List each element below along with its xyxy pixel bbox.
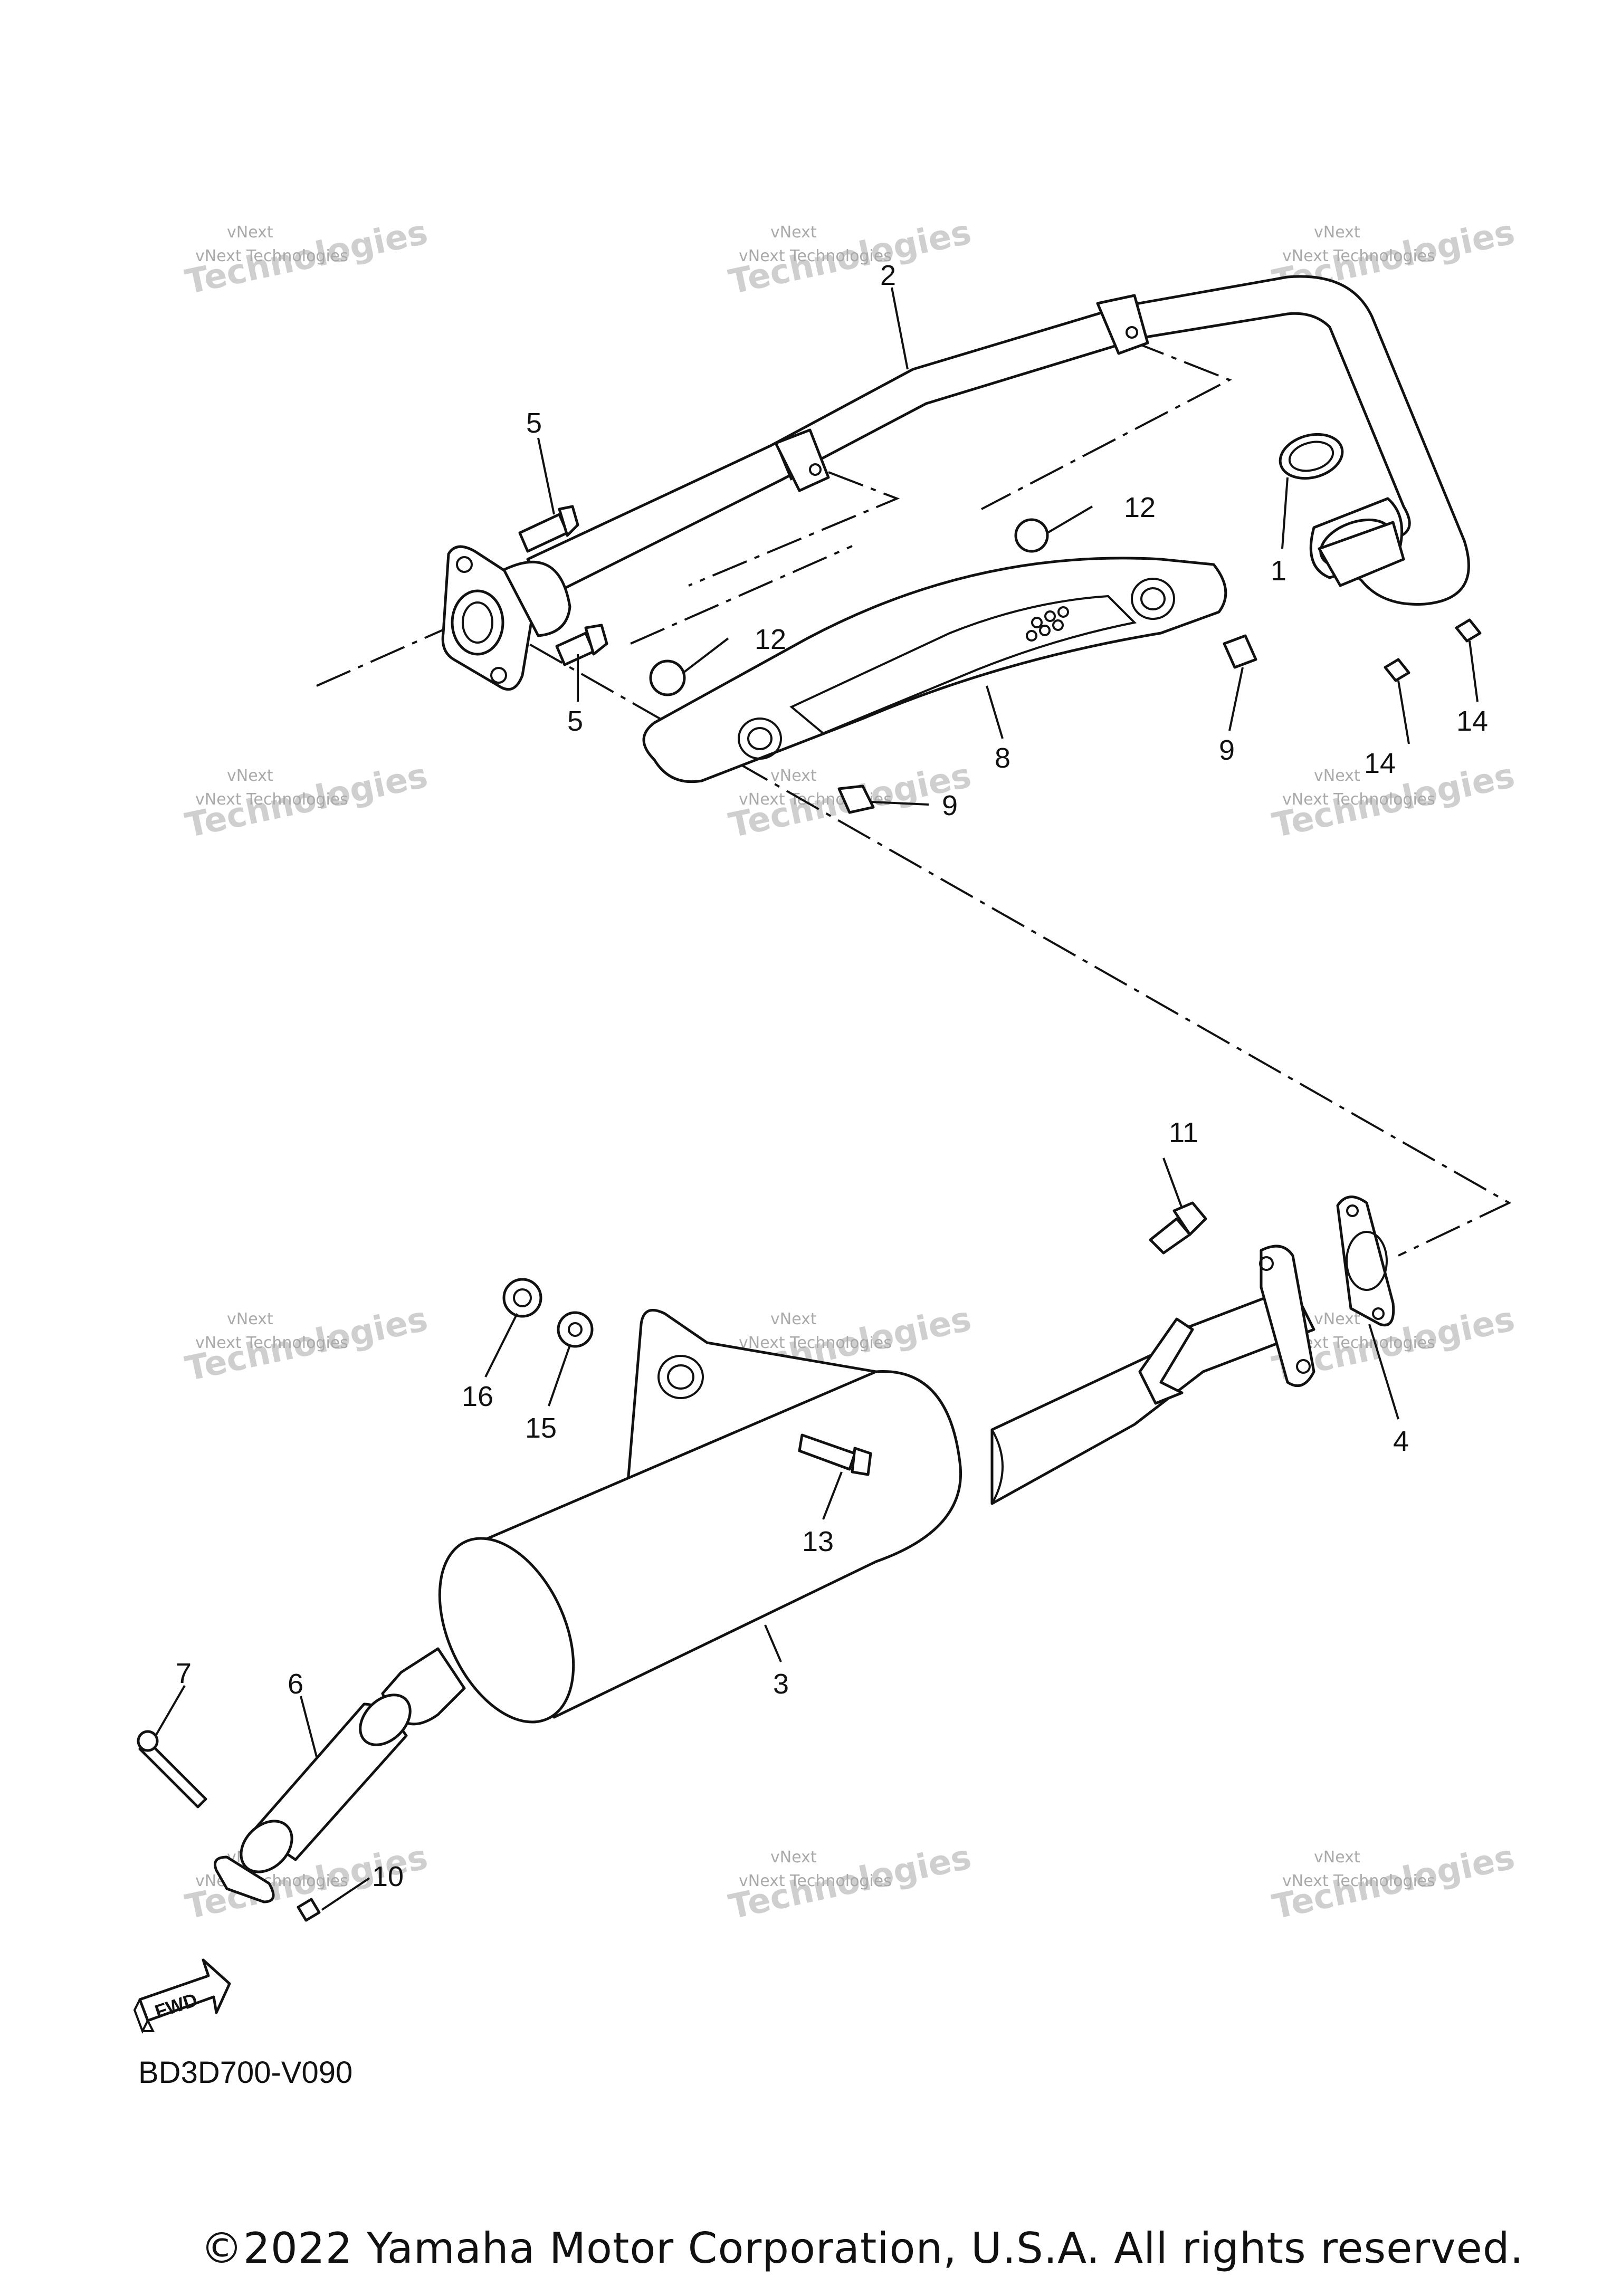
svg-text:vNext Technologies: vNext Technologies bbox=[195, 790, 348, 809]
callout-11: 11 bbox=[1169, 1117, 1198, 1149]
gasket-inner-ring bbox=[1288, 441, 1334, 472]
svg-text:vNext: vNext bbox=[1314, 1848, 1360, 1867]
callout-12-lower: 12 bbox=[755, 624, 786, 655]
bracket-guide-line bbox=[688, 471, 900, 587]
bolt-part-7 bbox=[137, 1730, 207, 1809]
bolt-part-9 bbox=[1223, 634, 1257, 669]
bolt-part-11 bbox=[1149, 1201, 1207, 1255]
callout-6: 6 bbox=[288, 1668, 303, 1700]
diagram-code: BD3D700-V090 bbox=[138, 2055, 353, 2090]
callout-8: 8 bbox=[995, 742, 1010, 774]
svg-text:vNext Technologies: vNext Technologies bbox=[1282, 1872, 1435, 1890]
svg-text:vNext: vNext bbox=[770, 1310, 817, 1328]
watermark: Technologies vNext vNext Technologies bbox=[182, 1299, 431, 1389]
bolt-part-9 bbox=[837, 785, 875, 814]
svg-text:vNext: vNext bbox=[770, 767, 817, 785]
callout-1: 1 bbox=[1271, 555, 1286, 587]
callout-13: 13 bbox=[802, 1526, 834, 1557]
watermark: Technologies vNext vNext Technologies bbox=[1269, 1838, 1518, 1927]
callout-2: 2 bbox=[880, 260, 896, 291]
gasket-part-1 bbox=[1279, 433, 1344, 480]
callout-12-upper: 12 bbox=[1124, 492, 1156, 523]
muffler-part-3 bbox=[381, 1245, 1315, 1726]
washer-part-15 bbox=[557, 1311, 594, 1348]
exhaust-pipe-part-2 bbox=[441, 275, 1470, 691]
bracket-guide-line bbox=[630, 545, 853, 645]
collar-part-12 bbox=[649, 659, 686, 696]
svg-text:vNext Technologies: vNext Technologies bbox=[739, 1334, 892, 1352]
svg-text:vNext Technologies: vNext Technologies bbox=[1282, 790, 1435, 809]
watermark: Technologies vNext vNext Technologies bbox=[182, 213, 431, 302]
nut-part-10 bbox=[297, 1898, 321, 1922]
callouts: 2 5 5 12 12 1 8 9 9 14 14 11 16 15 4 13 … bbox=[176, 260, 1488, 1892]
nut-part-14 bbox=[1384, 658, 1410, 682]
callout-9-right: 9 bbox=[1219, 734, 1235, 766]
forward-direction-icon: FWD bbox=[133, 1958, 231, 2034]
callout-7: 7 bbox=[176, 1658, 192, 1689]
callout-15: 15 bbox=[525, 1412, 557, 1444]
assembly-center-line bbox=[316, 613, 1512, 1257]
svg-text:vNext: vNext bbox=[227, 1310, 273, 1328]
watermark: Technologies vNext vNext Technologies bbox=[726, 213, 975, 302]
nut-part-16 bbox=[502, 1278, 542, 1318]
svg-text:vNext: vNext bbox=[227, 223, 273, 242]
callout-4: 4 bbox=[1393, 1426, 1409, 1457]
copyright-notice: ©2022 Yamaha Motor Corporation, U.S.A. A… bbox=[201, 2224, 1524, 2273]
svg-text:vNext: vNext bbox=[770, 223, 817, 242]
svg-text:vNext: vNext bbox=[1314, 767, 1360, 785]
svg-text:vNext: vNext bbox=[770, 1848, 817, 1867]
callout-14-left: 14 bbox=[1364, 748, 1396, 779]
svg-text:vNext: vNext bbox=[227, 767, 273, 785]
bolt-part-5 bbox=[555, 624, 608, 666]
callout-16: 16 bbox=[462, 1381, 493, 1412]
bolt-part-5 bbox=[518, 505, 579, 553]
svg-text:vNext: vNext bbox=[1314, 223, 1360, 242]
callout-5-upper: 5 bbox=[526, 407, 542, 439]
svg-text:vNext Technologies: vNext Technologies bbox=[739, 1872, 892, 1890]
nut-part-14 bbox=[1455, 618, 1482, 643]
tailpipe-part-6 bbox=[214, 1694, 412, 1903]
svg-text:vNext Technologies: vNext Technologies bbox=[195, 247, 348, 265]
callout-3: 3 bbox=[773, 1668, 789, 1700]
callout-10: 10 bbox=[372, 1861, 404, 1892]
watermark: Technologies vNext vNext Technologies bbox=[726, 1838, 975, 1927]
svg-text:vNext Technologies: vNext Technologies bbox=[739, 247, 892, 265]
callout-9-left: 9 bbox=[942, 790, 958, 821]
svg-text:vNext Technologies: vNext Technologies bbox=[195, 1334, 348, 1352]
svg-text:vNext: vNext bbox=[1314, 1310, 1360, 1328]
callout-14-right: 14 bbox=[1456, 705, 1488, 737]
svg-text:vNext Technologies: vNext Technologies bbox=[1282, 247, 1435, 265]
leader-lines bbox=[155, 287, 1479, 1911]
heat-protector-part-8 bbox=[642, 557, 1227, 783]
watermark: Technologies vNext vNext Technologies bbox=[182, 756, 431, 845]
collar-part-12 bbox=[1014, 518, 1049, 553]
gasket-part-4 bbox=[1336, 1195, 1395, 1326]
bolt-part-13 bbox=[798, 1433, 872, 1476]
callout-5-lower: 5 bbox=[567, 705, 583, 737]
bracket-guide-line bbox=[981, 339, 1232, 510]
